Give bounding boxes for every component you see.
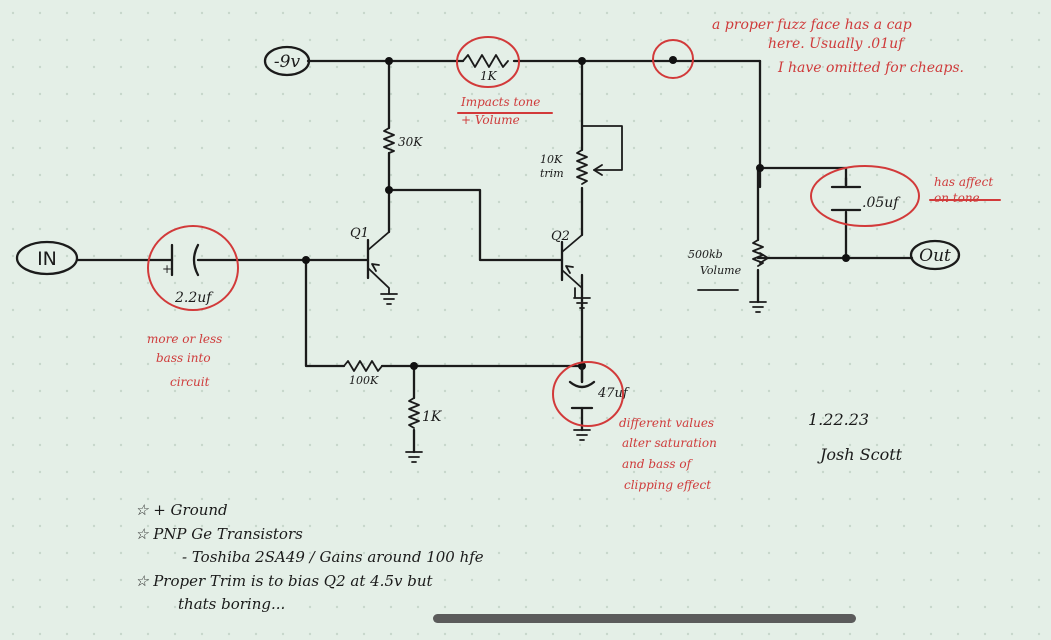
c-in-note-3: circuit [170,375,210,389]
red-highlights [147,36,1001,427]
cap-note-1: a proper fuzz face has a cap [712,17,912,33]
trim-label-1: 10K [540,153,563,166]
resistor-100k: 100K [343,360,383,387]
note-line-2: ☆ PNP Ge Transistors [135,525,303,543]
input-label: IN [37,248,57,270]
transistor-q1: Q1 [350,226,390,295]
trim-pot-10k: 10K trim [540,125,623,185]
resistor-100k-label: 100K [349,374,379,387]
output-terminal: Out [909,239,961,271]
annotation-cap-omitted: a proper fuzz face has a cap here. Usual… [712,17,964,76]
resistor-1k-top-label: 1K [480,69,498,83]
resistor-1k-bias: 1K [408,397,443,429]
pot-label-2: Volume [700,264,742,277]
annotation-c-bypass: different values alter saturation and ba… [619,416,717,492]
transistor-q2: Q2 [551,229,583,289]
pot-label-1: 500kb [688,248,723,261]
home-indicator-bar[interactable] [433,614,856,623]
signature-name: Josh Scott [817,445,903,464]
input-terminal: IN [15,240,79,276]
annotation-r-top: Impacts tone + Volume [460,95,540,127]
r-top-note-2: + Volume [461,113,520,127]
capacitor-2-2uf-label: 2.2uf [174,290,214,306]
resistor-30k-label: 30K [398,135,423,149]
c-in-note-2: bass into [156,351,211,365]
c-bypass-note-4: clipping effect [624,478,711,492]
note-line-3: - Toshiba 2SA49 / Gains around 100 hfe [182,548,484,566]
c-tone-note-1: has affect [934,175,993,189]
volume-pot-500kb: 500kb Volume [688,239,769,291]
c-bypass-note-3: and bass of [622,457,694,471]
supply-label: -9v [274,52,301,72]
c-in-polarity: + [162,262,172,276]
trim-label-2: trim [540,167,564,180]
resistor-30k: 30K [383,127,423,154]
signature-block: 1.22.23 Josh Scott [808,410,903,464]
ground-symbols [380,287,767,463]
note-line-5: thats boring... [178,595,285,613]
c-in-note-1: more or less [147,332,222,346]
annotation-c-in: more or less bass into circuit [147,332,222,389]
capacitor-47uf: 47uf [568,364,630,432]
notes-list: ☆ + Ground ☆ PNP Ge Transistors - Toshib… [135,501,484,613]
capacitor-47uf-label: 47uf [597,386,630,401]
junction-dots [302,56,850,370]
c-bypass-note-1: different values [619,416,714,430]
q2-label: Q2 [551,229,570,244]
capacitor-05uf: .05uf [830,176,901,212]
capacitor-2-2uf: + 2.2uf [162,243,214,306]
c-bypass-note-2: alter saturation [622,436,717,450]
signature-date: 1.22.23 [808,410,869,429]
q1-label: Q1 [350,226,369,241]
resistor-1k-bias-label: 1K [422,409,443,425]
r-top-note-1: Impacts tone [460,95,540,109]
cap-note-2: here. Usually .01uf [768,36,906,52]
c-tone-note-2: on tone [934,191,980,205]
supply-terminal: -9v [263,45,311,77]
capacitor-05uf-label: .05uf [862,195,901,211]
output-label: Out [919,246,951,266]
note-line-4: ☆ Proper Trim is to bias Q2 at 4.5v but [135,572,433,590]
note-line-1: ☆ + Ground [135,501,228,519]
cap-note-3: I have omitted for cheaps. [777,60,964,76]
resistor-1k-top: 1K [462,54,509,83]
annotation-c-tone: has affect on tone [934,175,993,205]
